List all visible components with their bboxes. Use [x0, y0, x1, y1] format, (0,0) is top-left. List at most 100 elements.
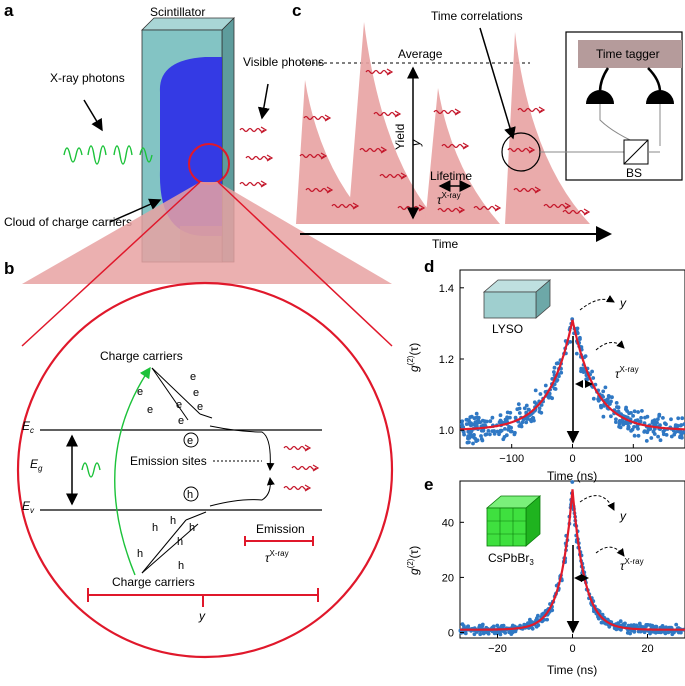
data-point: [679, 424, 683, 428]
visible-photon-2: [246, 155, 272, 161]
average-label: Average: [398, 47, 443, 61]
time-axis-label: Time: [432, 237, 459, 251]
data-point: [473, 632, 477, 636]
svg-text:e: e: [137, 386, 143, 398]
data-point: [502, 624, 506, 628]
data-point: [533, 400, 537, 404]
data-point: [519, 422, 523, 426]
data-point: [460, 422, 464, 426]
data-point: [553, 366, 557, 370]
data-point: [479, 434, 483, 438]
data-point: [497, 432, 501, 436]
cspbbr3-label: CsPbBr3: [488, 551, 534, 567]
data-point: [646, 623, 650, 627]
y-tick-label: 1.0: [439, 425, 454, 437]
cspbbr3-cube: [487, 496, 540, 546]
data-point: [621, 423, 625, 427]
panel-c: c Time correlations Average Yield y Life…: [292, 1, 682, 251]
svg-text:h: h: [187, 489, 193, 501]
ylabel-e: g(2)(τ): [406, 546, 421, 575]
data-point: [609, 414, 613, 418]
data-point: [476, 438, 480, 442]
data-point: [539, 411, 543, 415]
data-point: [481, 439, 485, 443]
data-point: [505, 433, 509, 437]
data-point: [484, 433, 488, 437]
data-point: [645, 439, 649, 443]
panel-letter-b: b: [4, 259, 14, 278]
data-point: [643, 416, 647, 420]
time-correlations-label: Time correlations: [431, 9, 523, 23]
data-point: [631, 414, 635, 418]
data-point: [617, 405, 621, 409]
yield-y: y: [409, 139, 423, 147]
data-point: [491, 416, 495, 420]
data-point: [615, 401, 619, 405]
panel-b: b Charge carriers Charge carriers Ec Ev …: [4, 259, 392, 657]
data-point: [461, 622, 465, 626]
data-point: [478, 625, 482, 629]
data-point: [513, 431, 517, 435]
data-point: [462, 433, 466, 437]
data-point: [503, 427, 507, 431]
data-point: [665, 433, 669, 437]
data-point: [639, 416, 643, 420]
data-point: [507, 425, 511, 429]
data-point: [676, 416, 680, 420]
svg-text:e: e: [197, 401, 203, 413]
data-point: [471, 423, 475, 427]
ylabel-d: g(2)(τ): [406, 343, 421, 372]
data-point: [553, 387, 557, 391]
svg-text:e: e: [193, 387, 199, 399]
visible-photon-3: [240, 181, 266, 187]
data-point: [475, 420, 479, 424]
data-point: [604, 386, 608, 390]
data-point: [591, 376, 595, 380]
data-point: [466, 624, 470, 628]
data-point: [515, 407, 519, 411]
y-tick-label: 0: [448, 627, 454, 639]
yield-y-label: y: [198, 609, 206, 623]
data-point: [472, 433, 476, 437]
cloud-label: Cloud of charge carriers: [4, 215, 132, 229]
data-point: [575, 352, 579, 356]
data-point: [467, 419, 471, 423]
xray-pulses: [64, 146, 152, 164]
data-point: [467, 422, 471, 426]
svg-text:h: h: [189, 522, 195, 534]
data-point: [538, 406, 542, 410]
data-point: [625, 409, 629, 413]
data-point: [669, 417, 673, 421]
data-point: [517, 402, 521, 406]
xlabel-e: Time (ns): [547, 663, 597, 677]
svg-text:h: h: [152, 522, 158, 534]
svg-text:e: e: [147, 404, 153, 416]
lyso-cube: [484, 280, 550, 318]
y-annotation-e: y: [619, 509, 627, 523]
lyso-label: LYSO: [492, 322, 523, 336]
data-point: [478, 632, 482, 636]
svg-text:h: h: [177, 536, 183, 548]
data-point: [518, 411, 522, 415]
data-point: [539, 392, 543, 396]
data-point: [535, 616, 539, 620]
data-point: [524, 421, 528, 425]
data-point: [628, 632, 632, 636]
data-point: [579, 369, 583, 373]
data-point: [509, 632, 513, 636]
hbt-setup: Time tagger BS: [540, 32, 682, 180]
data-point: [633, 434, 637, 438]
charge-carriers-bottom: Charge carriers: [112, 575, 195, 589]
data-point: [531, 416, 535, 420]
panel-letter-c: c: [292, 1, 301, 20]
tau-annotation-e: τX-ray: [620, 557, 644, 573]
data-point: [642, 430, 646, 434]
data-point: [508, 416, 512, 420]
data-point: [629, 429, 633, 433]
data-point: [490, 429, 494, 433]
data-point: [622, 622, 626, 626]
data-point: [514, 416, 518, 420]
